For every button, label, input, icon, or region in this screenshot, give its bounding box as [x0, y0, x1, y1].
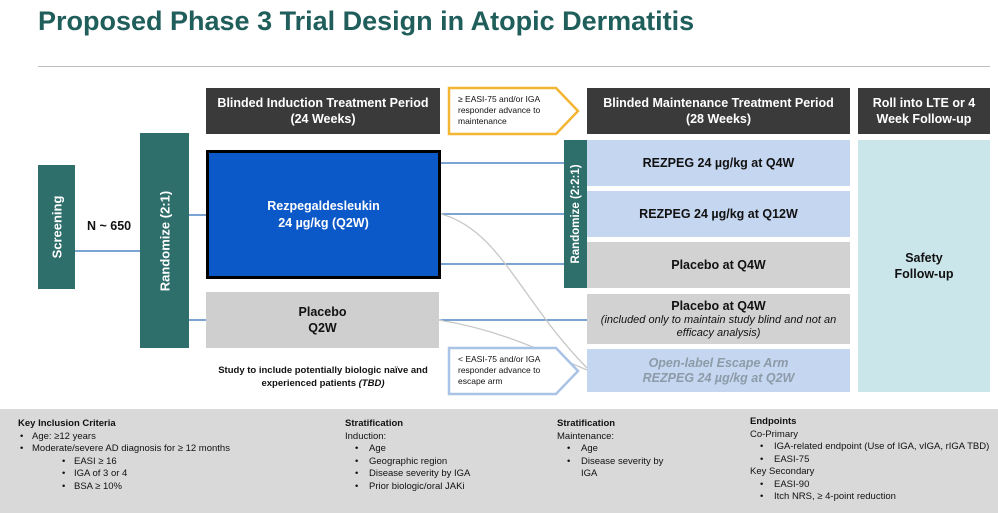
randomize-maintenance-label: Randomize (2:2:1) — [569, 164, 582, 264]
strat-maintenance-heading: Stratification — [557, 418, 616, 429]
placebo-continuation-title: Placebo at Q4W — [671, 298, 766, 313]
inclusion-heading: Key Inclusion Criteria — [18, 418, 116, 429]
maintenance-arm-placebo-continuation: Placebo at Q4W (included only to maintai… — [587, 294, 850, 344]
strat-induction-item: Age — [345, 443, 535, 456]
key-secondary-label: Key Secondary — [750, 466, 815, 477]
strat-induction-item: Geographic region — [345, 456, 535, 469]
strat-induction-item: Prior biologic/oral JAKi — [345, 481, 535, 494]
co-primary-item: IGA-related endpoint (Use of IGA, vIGA, … — [750, 441, 995, 454]
co-primary-label: Co-Primary — [750, 428, 799, 440]
maintenance-arm-q4w: REZPEG 24 µg/kg at Q4W — [587, 140, 850, 186]
key-secondary-item: EASI-90 — [750, 479, 995, 492]
screening-block: Screening — [38, 165, 75, 289]
strat-induction-heading: Stratification — [345, 418, 404, 429]
key-secondary-item: Itch NRS, ≥ 4-point reduction — [750, 491, 995, 504]
maintenance-arm-q12w: REZPEG 24 µg/kg at Q12W — [587, 191, 850, 237]
endpoints-heading: Endpoints — [750, 416, 797, 427]
maintenance-arm-placebo-label: Placebo at Q4W — [671, 257, 766, 272]
inclusion-ad: Moderate/severe AD diagnosis for ≥ 12 mo… — [18, 443, 318, 456]
responder-callout: ≥ EASI-75 and/or IGA responder advance t… — [458, 94, 541, 126]
randomize-induction-label: Randomize (2:1) — [157, 190, 172, 291]
population-note-line2: experienced patients (TBD) — [206, 377, 440, 390]
induction-active-arm: Rezpegaldesleukin 24 µg/kg (Q2W) — [206, 150, 441, 279]
randomize-maintenance-block: Randomize (2:2:1) — [564, 140, 587, 288]
placebo-continuation-note: (included only to maintain study blind a… — [600, 313, 837, 339]
strat-induction-item: Disease severity by IGA — [345, 468, 535, 481]
randomize-induction-block: Randomize (2:1) — [140, 133, 189, 348]
strat-maintenance-item: Disease severity by IGA — [557, 456, 682, 481]
maintenance-arm-placebo: Placebo at Q4W — [587, 242, 850, 288]
co-primary-item: EASI-75 — [750, 454, 995, 467]
flow-connectors — [75, 86, 588, 396]
screening-label: Screening — [49, 195, 64, 259]
escape-arm: Open-label Escape Arm REZPEG 24 µg/kg at… — [587, 349, 850, 392]
page-title: Proposed Phase 3 Trial Design in Atopic … — [38, 6, 695, 36]
inclusion-bsa: BSA ≥ 10% — [18, 481, 318, 494]
stratification-maintenance: Stratification Maintenance: Age Disease … — [557, 418, 707, 481]
inclusion-age: Age: ≥12 years — [18, 431, 318, 444]
population-note-tbd: (TBD) — [358, 378, 385, 389]
inclusion-easi: EASI ≥ 16 — [18, 456, 318, 469]
maintenance-arm-q12w-label: REZPEG 24 µg/kg at Q12W — [639, 206, 798, 221]
nonresponder-callout: < EASI-75 and/or IGA responder advance t… — [458, 354, 541, 386]
rollover-header: Roll into LTE or 4 Week Follow-up — [858, 88, 990, 134]
population-note: Study to include potentially biologic na… — [206, 364, 440, 390]
strat-maintenance-subheading: Maintenance: — [557, 430, 615, 442]
induction-period-header: Blinded Induction Treatment Period (24 W… — [206, 88, 440, 134]
strat-maintenance-item: Age — [557, 443, 707, 456]
sample-size-label: N ~ 650 — [87, 219, 132, 233]
escape-arm-title: Open-label Escape Arm — [648, 355, 789, 370]
population-note-prefix: experienced patients — [261, 378, 359, 389]
inclusion-criteria: Key Inclusion Criteria Age: ≥12 years Mo… — [18, 418, 318, 493]
inclusion-iga: IGA of 3 or 4 — [18, 468, 318, 481]
maintenance-arm-q4w-label: REZPEG 24 µg/kg at Q4W — [642, 155, 795, 170]
criteria-panel: Key Inclusion Criteria Age: ≥12 years Mo… — [0, 409, 998, 513]
stratification-induction: Stratification Induction: Age Geographic… — [345, 418, 535, 493]
induction-placebo-arm: Placebo Q2W — [206, 292, 439, 348]
endpoints: Endpoints Co-Primary IGA-related endpoin… — [750, 416, 995, 504]
escape-arm-dose: REZPEG 24 µg/kg at Q2W — [642, 370, 795, 385]
maintenance-period-header: Blinded Maintenance Treatment Period (28… — [587, 88, 850, 134]
safety-follow-up: Safety Follow-up — [858, 140, 990, 392]
strat-induction-subheading: Induction: — [345, 430, 387, 442]
population-note-line1: Study to include potentially biologic na… — [218, 365, 428, 376]
title-divider — [38, 66, 990, 67]
